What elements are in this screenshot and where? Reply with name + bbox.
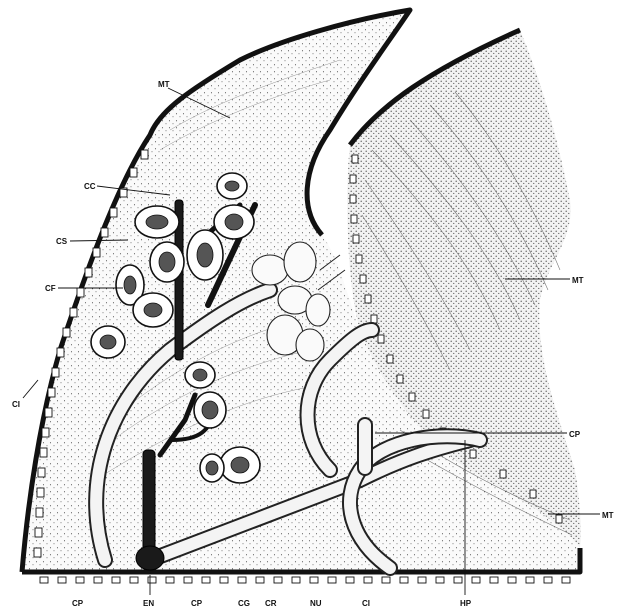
epithelial-cells-bottom bbox=[40, 577, 570, 583]
bottom-label-en: EN bbox=[143, 599, 154, 608]
label-mt-bottom-right: MT bbox=[602, 511, 614, 520]
bottom-label-nu: NU bbox=[310, 599, 322, 608]
label-cs: CS bbox=[56, 237, 68, 246]
bottom-labels: CP EN CP CG CR NU CI HP bbox=[72, 599, 472, 608]
label-ci-left: CI bbox=[12, 400, 20, 409]
label-mt-top: MT bbox=[158, 80, 170, 89]
bottom-label-cp-2: CP bbox=[191, 599, 203, 608]
bottom-label-ci: CI bbox=[362, 599, 370, 608]
bottom-label-cp-1: CP bbox=[72, 599, 84, 608]
label-cf: CF bbox=[45, 284, 56, 293]
label-cc: CC bbox=[84, 182, 96, 191]
bottom-label-cg: CG bbox=[238, 599, 250, 608]
label-mt-right: MT bbox=[572, 276, 584, 285]
bottom-label-hp: HP bbox=[460, 599, 472, 608]
bottom-label-cr: CR bbox=[265, 599, 277, 608]
label-cp-right: CP bbox=[569, 430, 581, 439]
